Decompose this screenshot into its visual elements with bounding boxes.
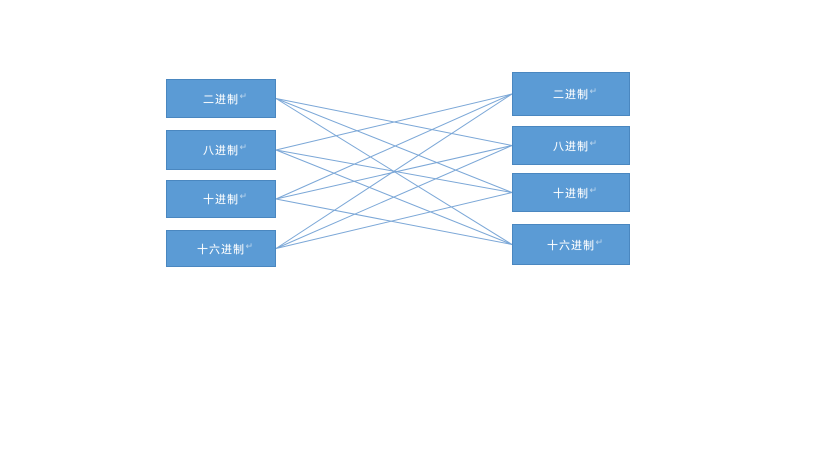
edge-L3-R4: [275, 198, 513, 245]
node-box-right-3[interactable]: 十进制↵: [512, 173, 630, 212]
edge-L4-R2: [275, 145, 513, 249]
edge-L3-R1: [275, 93, 513, 200]
paragraph-mark-icon: ↵: [239, 143, 248, 153]
node-box-right-4[interactable]: 十六进制↵: [512, 224, 630, 265]
edge-L2-R1: [275, 93, 513, 151]
paragraph-mark-icon: ↵: [239, 91, 248, 102]
paragraph-mark-icon: ↵: [595, 237, 604, 248]
edge-L2-R3: [275, 149, 513, 193]
node-box-left-3[interactable]: 十进制↵: [166, 180, 276, 218]
paragraph-mark-icon: ↵: [589, 185, 598, 196]
node-label: 二进制↵: [203, 91, 248, 106]
node-box-left-4[interactable]: 十六进制↵: [166, 230, 276, 267]
node-label: 十六进制↵: [547, 237, 604, 252]
node-label: 十六进制↵: [197, 241, 254, 256]
node-label: 十进制↵: [553, 185, 598, 200]
node-box-right-1[interactable]: 二进制↵: [512, 72, 630, 116]
edge-L1-R3: [275, 98, 513, 193]
node-box-right-2[interactable]: 八进制↵: [512, 126, 630, 165]
edge-L4-R1: [275, 93, 513, 249]
node-box-left-2[interactable]: 八进制↵: [166, 130, 276, 170]
paragraph-mark-icon: ↵: [589, 87, 598, 97]
edge-L1-R2: [275, 98, 513, 146]
paragraph-mark-icon: ↵: [239, 192, 248, 202]
paragraph-mark-icon: ↵: [589, 138, 598, 149]
edge-L3-R2: [275, 145, 513, 200]
node-box-left-1[interactable]: 二进制↵: [166, 79, 276, 118]
node-label: 八进制↵: [203, 143, 248, 157]
node-label: 二进制↵: [553, 87, 598, 101]
edge-L1-R4: [275, 98, 513, 245]
edge-L2-R4: [275, 149, 513, 245]
edge-L4-R3: [275, 192, 513, 249]
node-label: 十进制↵: [203, 192, 248, 206]
paragraph-mark-icon: ↵: [245, 241, 254, 252]
node-label: 八进制↵: [553, 138, 598, 153]
